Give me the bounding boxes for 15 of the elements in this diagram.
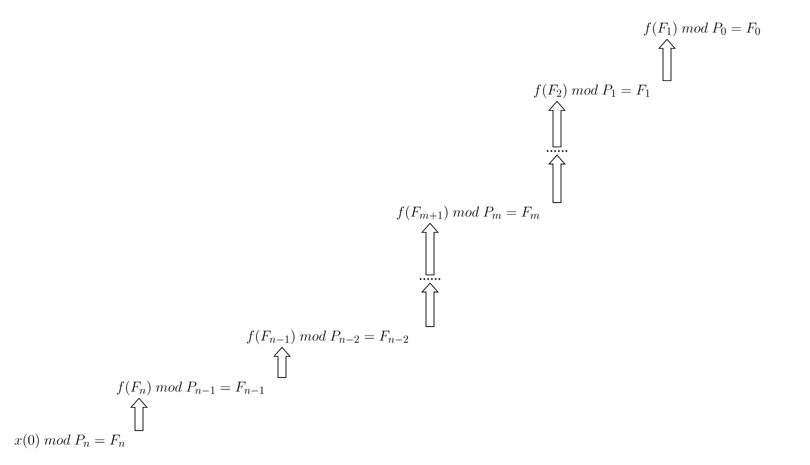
block-arrow — [421, 282, 439, 327]
formula: $f(F_{n})\ mod\ P_{n-1} = F_{n-1}$ — [116, 380, 264, 396]
formula: $x(0)\ mod\ P_{n} = F_{n}$ — [14, 434, 125, 448]
formula: $f(F_{1})\ mod\ P_{0} = F_{0}$ — [644, 22, 760, 36]
block-arrow — [658, 38, 676, 81]
block-arrow — [130, 398, 148, 431]
formula: $f(F_{2})\ mod\ P_{1} = F_{1}$ — [534, 84, 650, 98]
ellipsis-text: ...... — [420, 278, 440, 280]
formula: $f(F_{m+1})\ mod\ P_{m} = F_{m}$ — [396, 206, 540, 220]
formula: $f(F_{n-1})\ mod\ P_{n-2} = F_{n-2}$ — [246, 330, 408, 344]
block-arrow — [273, 346, 291, 378]
block-arrow — [421, 222, 439, 276]
block-arrow — [548, 154, 566, 203]
ellipsis-text: ...... — [546, 150, 568, 152]
block-arrow — [548, 100, 566, 148]
